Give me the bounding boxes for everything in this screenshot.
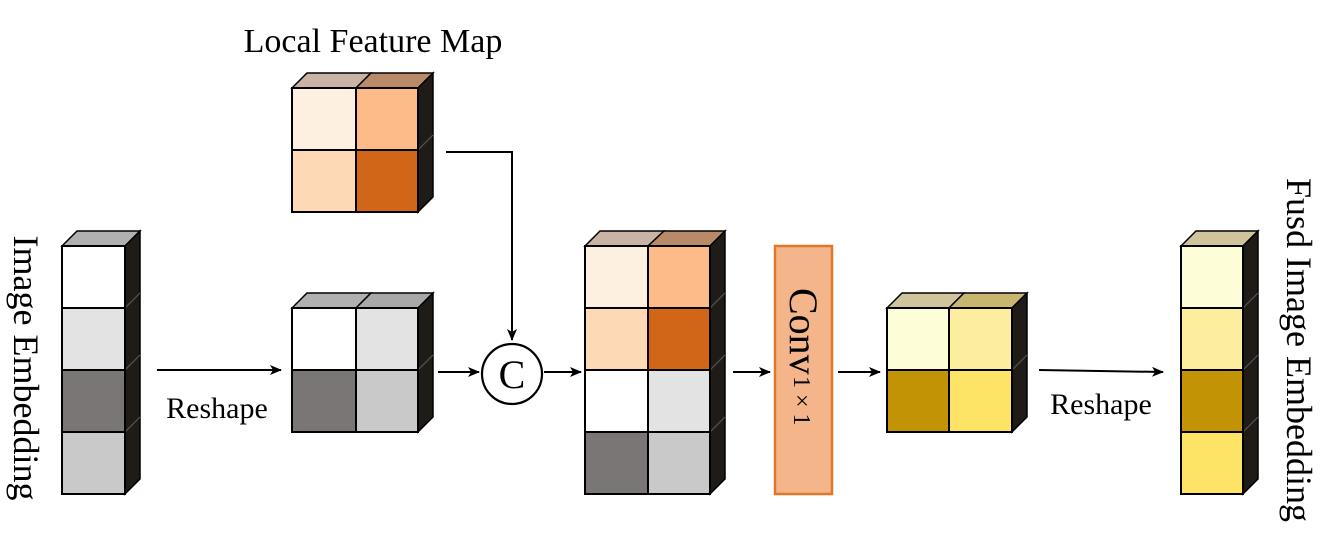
fc-cell-1	[886, 307, 950, 371]
cc-cell-6	[647, 369, 711, 433]
reshaped-embedding-cube	[290, 291, 435, 434]
re-cell-2	[355, 307, 419, 371]
ie-cell-4	[61, 431, 126, 495]
fe-cell-4	[1180, 431, 1244, 495]
ie-cell-2	[61, 307, 126, 371]
lfm-cell-3	[291, 149, 357, 213]
fused-cube	[885, 291, 1029, 434]
re-cell-1	[291, 307, 357, 371]
re-cell-4	[355, 369, 419, 433]
image-embedding-label: Image Embedding	[6, 236, 46, 501]
lfm-cell-4	[355, 149, 419, 213]
arrow-lfm-to-concat	[446, 151, 517, 341]
cc-cell-8	[647, 431, 711, 495]
local-feature-map-cube	[290, 71, 435, 214]
conv-label: Conv	[781, 288, 826, 375]
fused-embedding-column	[1179, 229, 1260, 496]
circled-c-icon: C	[480, 342, 544, 406]
cc-cell-4	[647, 307, 711, 371]
local-feature-map-title: Local Feature Map	[244, 23, 503, 60]
cc-cell-7	[584, 431, 649, 495]
cc-cell-1	[584, 245, 649, 309]
reshape-label-right: Reshape	[1050, 388, 1152, 421]
image-embedding-column	[60, 229, 142, 496]
fc-cell-3	[886, 369, 950, 433]
concat-symbol: C	[499, 352, 526, 397]
fc-cell-4	[948, 369, 1013, 433]
concatenated-cube	[583, 229, 727, 496]
reshape-label-left: Reshape	[166, 392, 268, 425]
fused-embedding-label: Fusd Image Embedding	[1279, 178, 1319, 522]
reshape-arrow-right	[1038, 366, 1164, 377]
cc-cell-3	[584, 307, 649, 371]
fe-cell-2	[1180, 307, 1244, 371]
re-cell-3	[291, 369, 357, 433]
lfm-cell-2	[355, 87, 419, 151]
fe-cell-3	[1180, 369, 1244, 433]
ie-cell-3	[61, 369, 126, 433]
conv-size-label: 1 × 1	[788, 376, 814, 426]
fe-cell-1	[1180, 245, 1244, 309]
lfm-cell-1	[291, 87, 357, 151]
cc-cell-5	[584, 369, 649, 433]
ie-cell-1	[61, 245, 126, 309]
cc-cell-2	[647, 245, 711, 309]
conv-block: Conv 1 × 1	[773, 244, 834, 496]
fc-cell-2	[948, 307, 1013, 371]
